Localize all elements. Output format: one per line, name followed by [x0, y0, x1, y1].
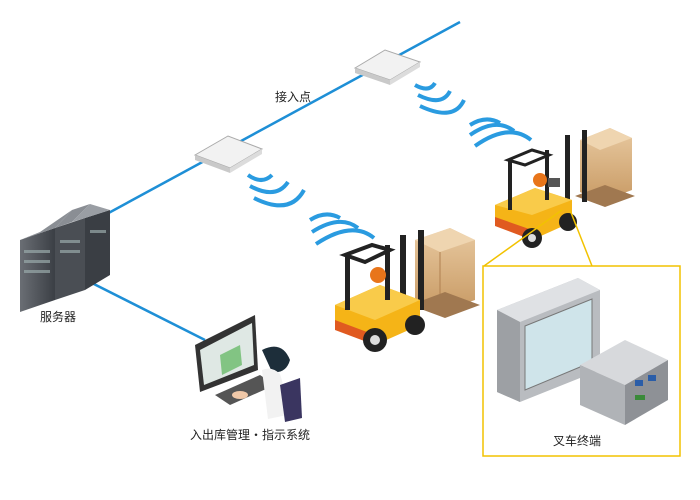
forklift-icon	[495, 128, 635, 248]
server-rack-icon	[20, 204, 110, 312]
workstation-operator-icon	[195, 315, 302, 422]
vehicle-mount-terminal-icon	[497, 278, 600, 402]
system-label: 入出库管理・指示系统	[190, 428, 311, 442]
forklift-terminal-callout	[482, 209, 681, 457]
server-label: 服务器	[40, 310, 77, 324]
box-pc-icon	[580, 340, 668, 425]
access-point-label: 接入点	[275, 90, 312, 104]
forklift-icon	[335, 228, 480, 352]
server-to-workstation-line	[81, 276, 206, 342]
forklift-terminal-label: 叉车终端	[553, 434, 602, 448]
access-point-icon	[353, 49, 422, 85]
access-point-icon	[193, 135, 264, 173]
wifi-signal-icon	[246, 81, 533, 246]
